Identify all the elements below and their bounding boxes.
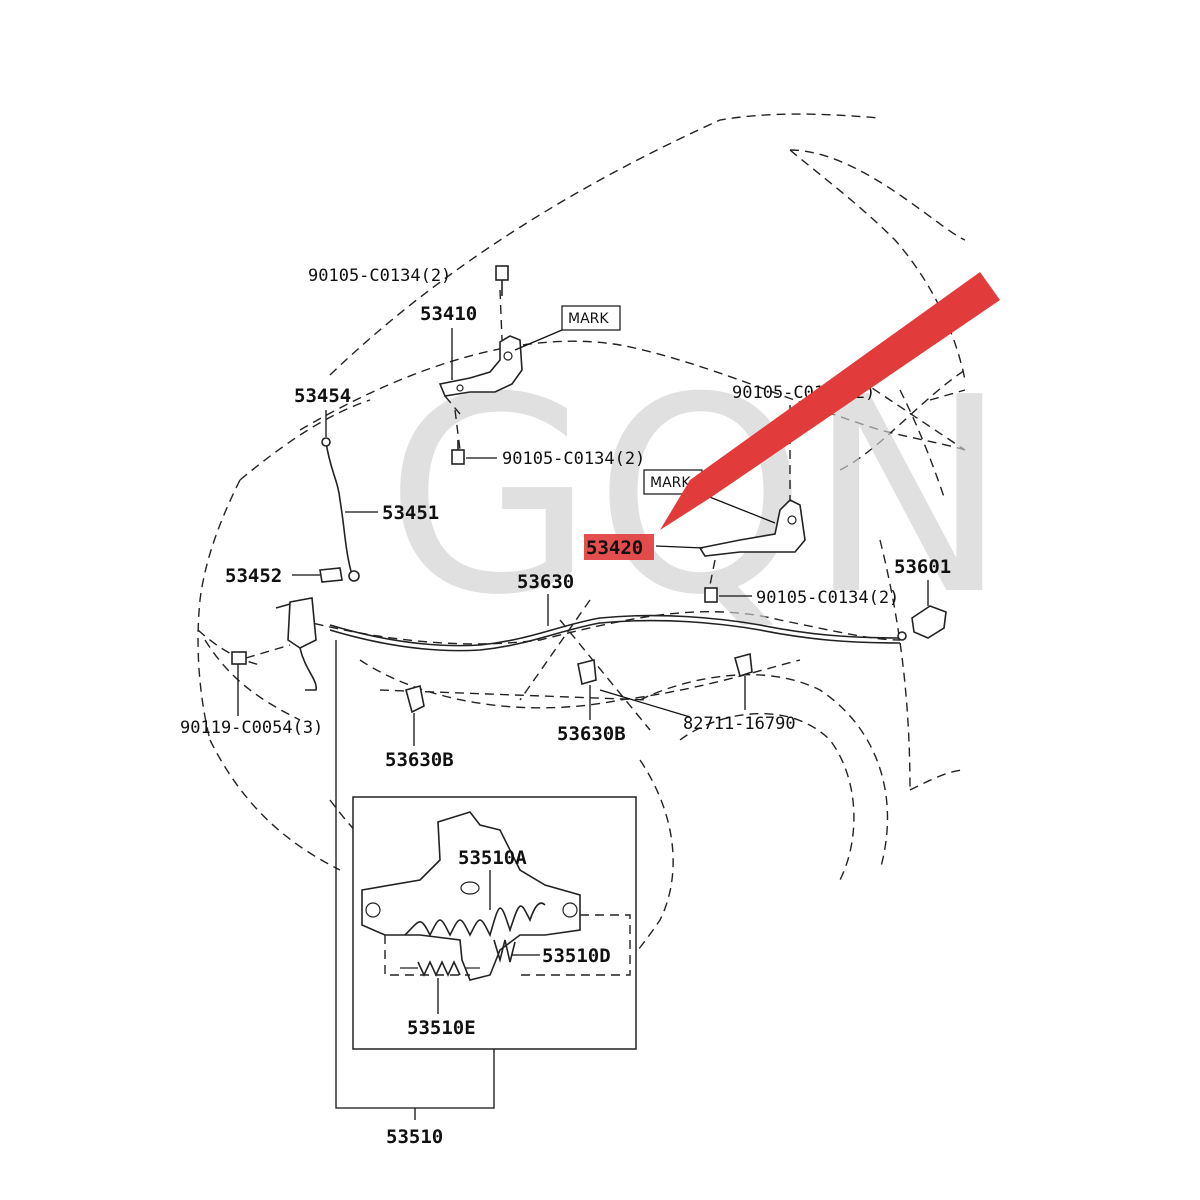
label-bolt-mid-left: 90105-C0134(2) xyxy=(502,449,645,469)
label-rod-clip: 53452 xyxy=(225,565,282,587)
mark-1-label: MARK xyxy=(568,311,609,327)
highlight-arrow-icon xyxy=(660,272,1000,530)
hood-lock-part xyxy=(275,597,317,691)
car-body-outline xyxy=(197,113,966,991)
label-hinge-right: 53420 xyxy=(586,537,643,559)
clamp-1-icon xyxy=(405,684,425,714)
label-release-lever: 53601 xyxy=(894,556,951,578)
label-hinge-left: 53410 xyxy=(420,303,477,325)
label-clamp-2: 53630B xyxy=(557,723,626,745)
leader-hinge-right xyxy=(655,545,704,549)
label-spring-a: 53510A xyxy=(458,847,527,869)
leader-clip-2 xyxy=(599,689,691,718)
label-spring-e: 53510E xyxy=(407,1017,476,1039)
mark-box-1: MARK xyxy=(514,305,621,351)
label-clip: 82711-16790 xyxy=(683,714,796,734)
mark-2-label: MARK xyxy=(650,475,691,491)
bolt-mid-right-icon xyxy=(704,587,718,603)
label-clamp-1: 53630B xyxy=(385,749,454,771)
lock-detail-inset xyxy=(352,796,637,1050)
hinge-left-part xyxy=(438,289,523,451)
label-support-rod: 53451 xyxy=(382,502,439,524)
label-bolt-top: 90105-C0134(2) xyxy=(308,266,451,286)
bolt-top-icon xyxy=(495,265,509,296)
support-rod-part xyxy=(321,437,360,582)
rod-clip-icon xyxy=(319,567,343,583)
release-cable-part xyxy=(329,614,901,652)
label-release-cable: 53630 xyxy=(517,571,574,593)
bolt-lock-icon xyxy=(231,644,291,665)
bolt-mid-left-icon xyxy=(451,440,465,465)
highlight-box xyxy=(584,534,654,560)
label-bolt-lock: 90119-C0054(3) xyxy=(180,718,323,738)
label-bolt-mid-right: 90105-C0134(2) xyxy=(756,588,899,608)
label-spring-d: 53510D xyxy=(542,945,611,967)
release-lever-icon xyxy=(897,605,947,641)
clip-icon xyxy=(734,652,753,678)
clamp-2-icon xyxy=(577,658,597,686)
label-support-rod-holder: 53454 xyxy=(294,385,351,407)
label-lock-assy: 53510 xyxy=(386,1126,443,1148)
